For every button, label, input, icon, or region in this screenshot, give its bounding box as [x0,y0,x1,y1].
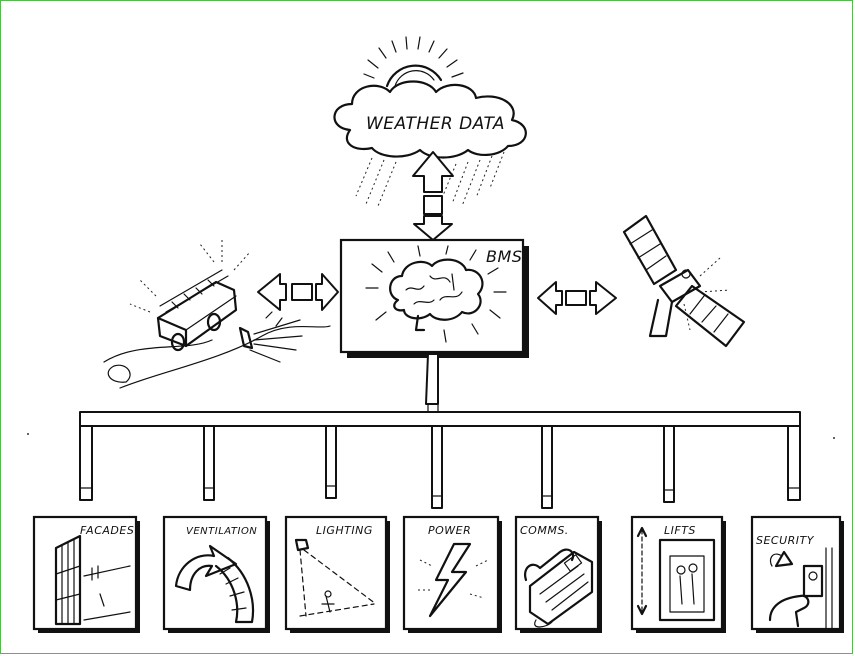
weather-link-arrow [412,151,454,241]
lifts-box: LIFTS [630,515,726,633]
facades-label: FACADES [80,524,134,537]
keypad-icon [768,547,833,629]
ventilation-duct-icon [174,544,254,624]
lighting-box: LIGHTING [284,515,390,633]
security-label: SECURITY [756,534,815,547]
lifts-label: LIFTS [664,524,696,537]
facade-panel-icon [54,534,131,626]
telephone-icon [524,548,594,628]
elevator-icon [636,526,716,622]
weather-data-label: WEATHER DATA [366,114,505,134]
speck [833,437,835,439]
bms-box: BMS. [339,238,529,358]
lighting-label: LIGHTING [316,524,373,537]
distribution-network [79,353,801,509]
brain-icon [389,258,484,332]
fire-service-link-arrow [257,273,339,311]
speck [27,433,29,435]
lightning-bolt-icon [418,542,489,618]
bms-label: BMS. [486,247,528,266]
facades-box: FACADES [32,515,140,633]
sun-icon [363,36,464,88]
satellite-icon [622,214,746,348]
power-label: POWER [428,524,471,537]
satellite-link-arrow [537,281,617,315]
comms-box: COMMS. [514,515,602,633]
ventilation-box: VENTILATION [162,515,270,633]
power-box: POWER [402,515,502,633]
rain-icon [355,151,505,207]
fire-engine-icon [103,240,331,389]
weather-cloud: WEATHER DATA [333,80,527,159]
security-box: SECURITY [750,515,844,633]
comms-label: COMMS. [520,524,569,537]
lamp-icon [294,538,377,617]
ventilation-label: VENTILATION [186,526,257,537]
brain-rays [365,245,507,343]
